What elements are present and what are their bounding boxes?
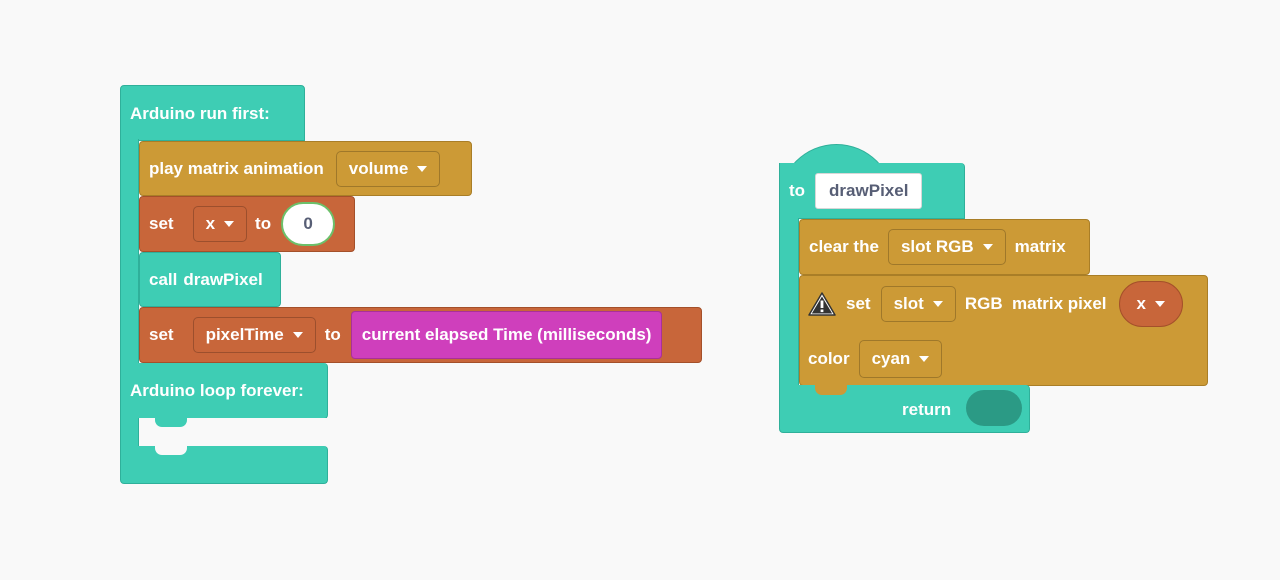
clear-slot-dropdown[interactable]: slot RGB — [887, 229, 1006, 265]
rgb-matrix-pixel-label: RGB matrix pixel — [964, 294, 1107, 313]
number-input[interactable]: 0 — [281, 202, 336, 246]
pixel-slot-value: slot — [893, 294, 924, 313]
chevron-down-icon — [982, 244, 993, 250]
call-procedure-name: drawPixel — [183, 269, 263, 289]
play-matrix-label: play matrix animation — [149, 158, 324, 178]
pixeltime-variable-value: pixelTime — [205, 325, 284, 344]
loop-slot-notch — [155, 418, 187, 427]
clear-the-label: clear the — [809, 237, 879, 256]
animation-dropdown[interactable]: volume — [335, 150, 441, 187]
call-drawpixel-block[interactable]: call drawPixel — [139, 252, 281, 307]
set-x-block[interactable]: set x to 0 — [139, 196, 355, 252]
setup-hat-block[interactable]: Arduino run first: — [120, 85, 305, 141]
x-variable-dropdown[interactable]: x — [192, 206, 248, 242]
pixeltime-variable-dropdown[interactable]: pixelTime — [192, 317, 316, 353]
set-pixeltime-set-label: set — [149, 325, 174, 344]
loop-forever-block[interactable]: Arduino loop forever: — [120, 363, 328, 419]
loop-forever-footer — [120, 446, 328, 484]
chevron-down-icon — [292, 332, 303, 338]
chevron-down-icon — [919, 356, 930, 362]
set-matrix-pixel-block[interactable]: set slot RGB matrix pixel x color cyan — [799, 275, 1208, 386]
color-dropdown-value: cyan — [871, 349, 911, 368]
set-pixeltime-block[interactable]: set pixelTime to current elapsed Time (m… — [139, 307, 702, 363]
set-pixeltime-to-label: to — [324, 325, 341, 344]
pixel-x-variable-reporter[interactable]: x — [1118, 281, 1183, 327]
color-label: color — [808, 349, 850, 368]
procedure-spine — [779, 218, 799, 386]
procedure-hat-block[interactable]: to drawPixel — [779, 163, 965, 219]
clear-slot-value: slot RGB — [900, 237, 974, 256]
number-input-value: 0 — [303, 214, 313, 233]
chevron-down-icon — [224, 221, 235, 227]
procedure-to-label: to — [789, 180, 806, 200]
procedure-name-value: drawPixel — [829, 180, 909, 200]
call-label: call — [149, 269, 178, 289]
set-x-set-label: set — [149, 214, 174, 233]
warning-icon[interactable] — [808, 292, 836, 316]
x-variable-value: x — [205, 214, 216, 233]
set-x-to-label: to — [255, 214, 272, 233]
setup-hat-label: Arduino run first: — [130, 104, 270, 123]
clear-matrix-suffix: matrix — [1014, 237, 1066, 256]
return-notch — [815, 385, 847, 395]
return-label: return — [902, 400, 952, 419]
clear-matrix-block[interactable]: clear the slot RGB matrix — [799, 219, 1090, 275]
return-block[interactable]: return — [779, 385, 1030, 433]
animation-dropdown-value: volume — [348, 158, 409, 178]
chevron-down-icon — [1155, 301, 1165, 307]
return-value-slot[interactable] — [966, 390, 1022, 426]
play-matrix-animation-block[interactable]: play matrix animation volume — [139, 141, 472, 196]
setup-hat-spine — [120, 139, 139, 373]
loop-empty-slot-notch — [155, 446, 187, 455]
procedure-name-field[interactable]: drawPixel — [815, 172, 923, 209]
chevron-down-icon — [932, 301, 943, 307]
loop-forever-spine — [120, 418, 139, 448]
loop-forever-label: Arduino loop forever: — [130, 381, 304, 400]
chevron-down-icon — [417, 165, 428, 172]
pixel-slot-dropdown[interactable]: slot — [880, 286, 956, 322]
color-dropdown[interactable]: cyan — [858, 340, 943, 378]
pixel-x-variable-value: x — [1136, 294, 1146, 313]
set-pixel-set-label: set — [846, 294, 871, 313]
elapsed-time-reporter[interactable]: current elapsed Time (milliseconds) — [350, 311, 663, 359]
elapsed-time-label: current elapsed Time (milliseconds) — [361, 325, 652, 344]
